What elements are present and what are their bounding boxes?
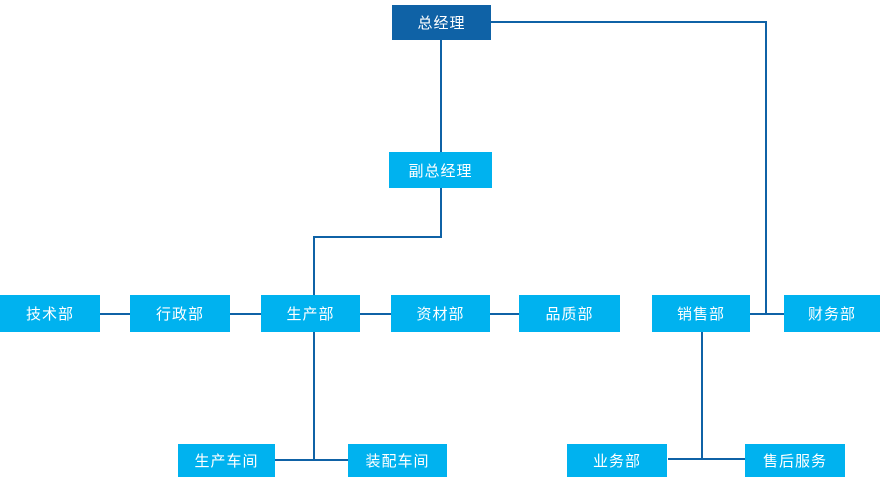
connector-line-right-drop [765,21,767,315]
connector-line-sales-finance [750,313,784,315]
org-node-business-dept[interactable]: 业务部 [567,444,667,477]
connector-line-tech-admin [100,313,130,315]
connector-line-materials-quality [490,313,519,315]
org-node-admin-dept[interactable]: 行政部 [130,295,230,332]
connector-line-root-right [491,21,766,23]
org-node-after-sales-service[interactable]: 售后服务 [745,444,845,477]
org-node-quality-dept[interactable]: 品质部 [519,295,620,332]
connector-line-admin-production [230,313,261,315]
connector-line-deputy-elbow [313,236,442,238]
org-node-technical-dept[interactable]: 技术部 [0,295,100,332]
connector-line-root-to-deputy [440,40,442,152]
org-node-sales-dept[interactable]: 销售部 [652,295,750,332]
connector-line-production-materials [360,313,391,315]
connector-line-workshops [275,459,348,461]
org-node-deputy-general-manager[interactable]: 副总经理 [389,152,492,188]
org-node-materials-dept[interactable]: 资材部 [391,295,490,332]
connector-line-production-drop [313,332,315,461]
org-node-finance-dept[interactable]: 财务部 [784,295,880,332]
org-node-assembly-workshop[interactable]: 装配车间 [348,444,447,477]
connector-line-sales-drop [701,332,703,460]
org-node-production-workshop[interactable]: 生产车间 [178,444,275,477]
org-node-general-manager[interactable]: 总经理 [392,5,491,40]
connector-line-to-production [313,236,315,295]
org-node-production-dept[interactable]: 生产部 [261,295,360,332]
connector-line-business-aftersales [668,458,746,460]
connector-line-deputy-drop [440,188,442,237]
